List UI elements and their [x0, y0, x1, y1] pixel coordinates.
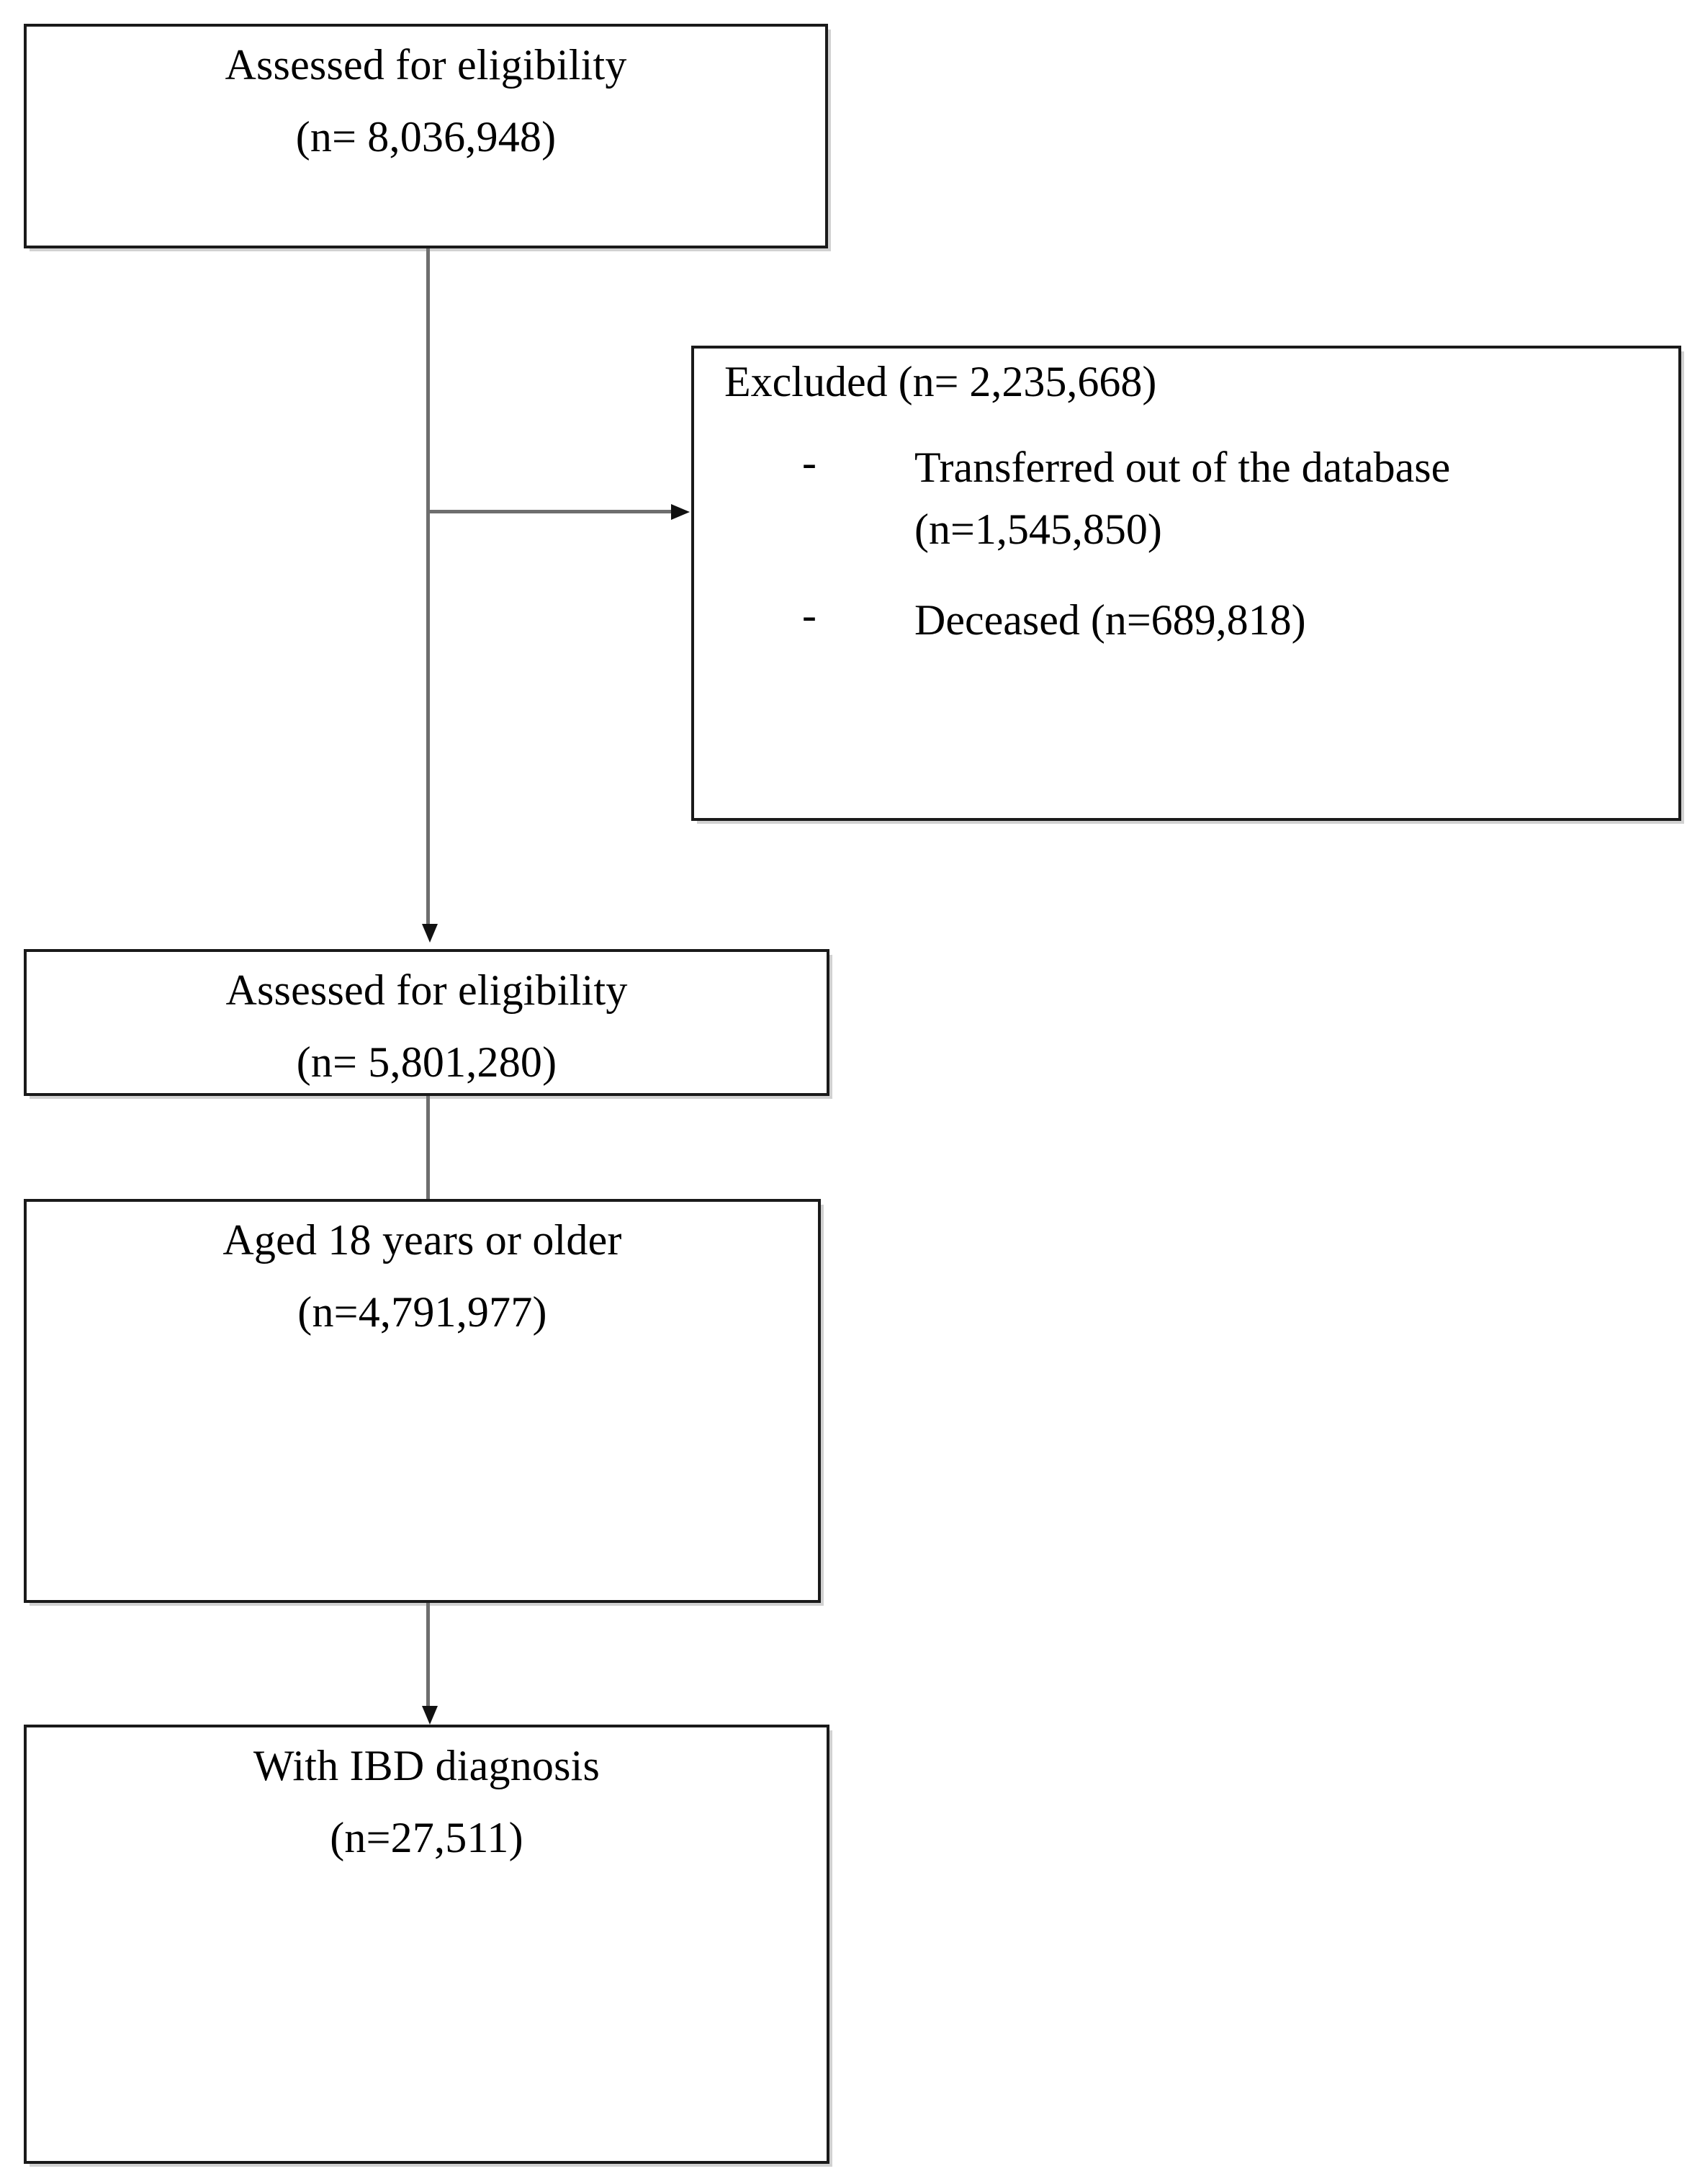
arrowhead-into-box4 — [422, 1706, 438, 1725]
box-excluded: Excluded (n= 2,235,668) - Transferred ou… — [691, 346, 1681, 821]
excluded-content: Excluded (n= 2,235,668) - Transferred ou… — [724, 360, 1658, 649]
connector-box2-to-box3 — [426, 1096, 430, 1199]
box-with-ibd-diagnosis-line1: With IBD diagnosis — [253, 1742, 600, 1789]
connector-box1-to-box2 — [426, 248, 430, 924]
excluded-item-transferred-text: Transferred out of the database — [914, 444, 1451, 491]
box-assessed-eligibility-1-line1: Assessed for eligibility — [225, 41, 627, 89]
excluded-item-deceased: - Deceased (n=689,818) — [724, 592, 1658, 650]
bullet-dash-icon: - — [802, 439, 816, 486]
box-assessed-eligibility-1-line2: (n= 8,036,948) — [295, 113, 557, 161]
box-assessed-eligibility-2: Assessed for eligibility (n= 5,801,280) — [24, 949, 829, 1096]
connector-box3-to-box4 — [426, 1603, 430, 1706]
box-aged-18-or-older-line2: (n=4,791,977) — [297, 1288, 547, 1336]
box-with-ibd-diagnosis: With IBD diagnosis (n=27,511) — [24, 1725, 829, 2164]
arrowhead-into-box2 — [422, 924, 438, 943]
connector-to-excluded-box — [426, 510, 671, 513]
box-assessed-eligibility-1: Assessed for eligibility (n= 8,036,948) — [24, 24, 828, 248]
excluded-item-deceased-text: Deceased (n=689,818) — [914, 596, 1306, 644]
bullet-dash-icon: - — [802, 590, 816, 639]
box-assessed-eligibility-2-line1: Assessed for eligibility — [225, 966, 628, 1014]
excluded-item-transferred-body: Transferred out of the database (n=1,545… — [914, 439, 1658, 559]
box-aged-18-or-older: Aged 18 years or older (n=4,791,977) — [24, 1199, 821, 1603]
excluded-title: Excluded (n= 2,235,668) — [724, 358, 1157, 405]
box-assessed-eligibility-2-line2: (n= 5,801,280) — [296, 1038, 557, 1086]
arrowhead-into-excluded-box — [671, 504, 690, 520]
excluded-item-transferred: - Transferred out of the database (n=1,5… — [724, 439, 1658, 559]
excluded-item-deceased-body: Deceased (n=689,818) — [914, 592, 1658, 650]
excluded-item-transferred-count: (n=1,545,850) — [914, 505, 1162, 553]
box-with-ibd-diagnosis-line2: (n=27,511) — [330, 1814, 523, 1861]
box-aged-18-or-older-line1: Aged 18 years or older — [222, 1216, 622, 1264]
